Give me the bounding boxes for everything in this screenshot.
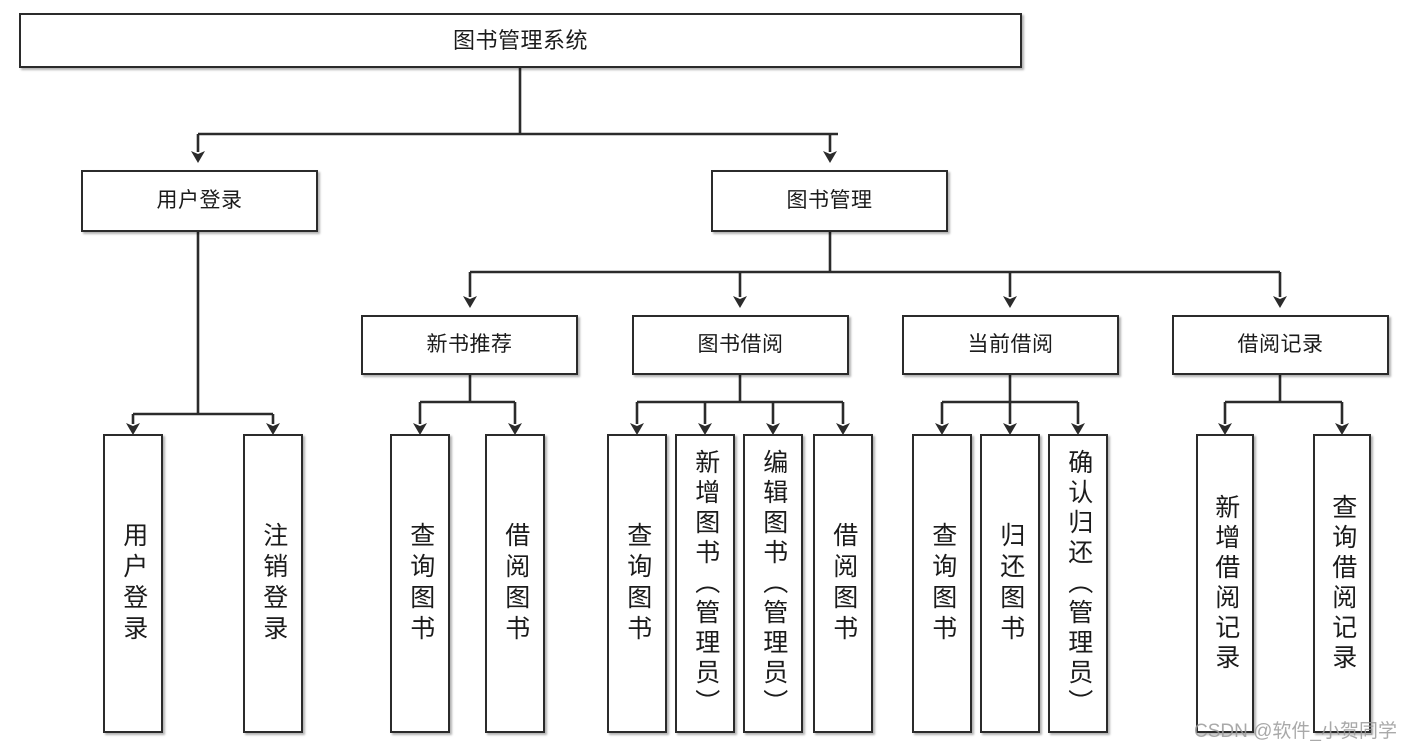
node-leaf-borrow-books-borrow[interactable]: 借阅图书 [813, 434, 873, 733]
node-label: 新增图书（管理员） [691, 448, 720, 719]
node-leaf-add-borrow-record[interactable]: 新增借阅记录 [1196, 434, 1254, 733]
node-leaf-logout[interactable]: 注销登录 [243, 434, 303, 733]
node-label: 查询借阅记录 [1328, 493, 1357, 674]
node-label: 借阅图书 [501, 521, 530, 646]
node-leaf-edit-book-admin[interactable]: 编辑图书（管理员） [743, 434, 803, 733]
node-label: 图书借阅 [697, 332, 784, 356]
node-book-management[interactable]: 图书管理 [711, 170, 948, 232]
watermark-text: CSDN @软件_小贺同学 [1194, 721, 1397, 742]
node-root-book-management-system[interactable]: 图书管理系统 [19, 13, 1022, 68]
node-current-borrowing[interactable]: 当前借阅 [902, 315, 1119, 375]
node-leaf-add-book-admin[interactable]: 新增图书（管理员） [675, 434, 735, 733]
node-label: 用户登录 [156, 188, 243, 212]
node-label: 注销登录 [259, 521, 288, 646]
node-label: 借阅记录 [1237, 332, 1324, 356]
node-label: 当前借阅 [967, 332, 1054, 356]
node-new-book-recommendation[interactable]: 新书推荐 [361, 315, 578, 375]
node-label: 查询图书 [928, 521, 957, 646]
node-label: 编辑图书（管理员） [759, 448, 788, 719]
node-borrow-records[interactable]: 借阅记录 [1172, 315, 1389, 375]
node-leaf-query-books-newbook[interactable]: 查询图书 [390, 434, 450, 733]
node-label: 查询图书 [623, 521, 652, 646]
node-leaf-return-books[interactable]: 归还图书 [980, 434, 1040, 733]
node-label: 归还图书 [996, 521, 1025, 646]
node-label: 借阅图书 [829, 521, 858, 646]
node-label: 查询图书 [406, 521, 435, 646]
node-label: 确认归还（管理员） [1064, 448, 1093, 719]
node-label: 用户登录 [119, 521, 148, 646]
node-leaf-user-login[interactable]: 用户登录 [103, 434, 163, 733]
node-book-borrowing[interactable]: 图书借阅 [632, 315, 849, 375]
node-label: 新增借阅记录 [1211, 493, 1240, 674]
node-leaf-query-books-current[interactable]: 查询图书 [912, 434, 972, 733]
node-label: 新书推荐 [426, 332, 513, 356]
node-leaf-query-borrow-record[interactable]: 查询借阅记录 [1313, 434, 1371, 733]
node-label: 图书管理 [786, 188, 873, 212]
node-leaf-query-books-borrow[interactable]: 查询图书 [607, 434, 667, 733]
node-user-login[interactable]: 用户登录 [81, 170, 318, 232]
node-leaf-borrow-books-newbook[interactable]: 借阅图书 [485, 434, 545, 733]
node-label: 图书管理系统 [452, 27, 588, 53]
node-leaf-confirm-return-admin[interactable]: 确认归还（管理员） [1048, 434, 1108, 733]
